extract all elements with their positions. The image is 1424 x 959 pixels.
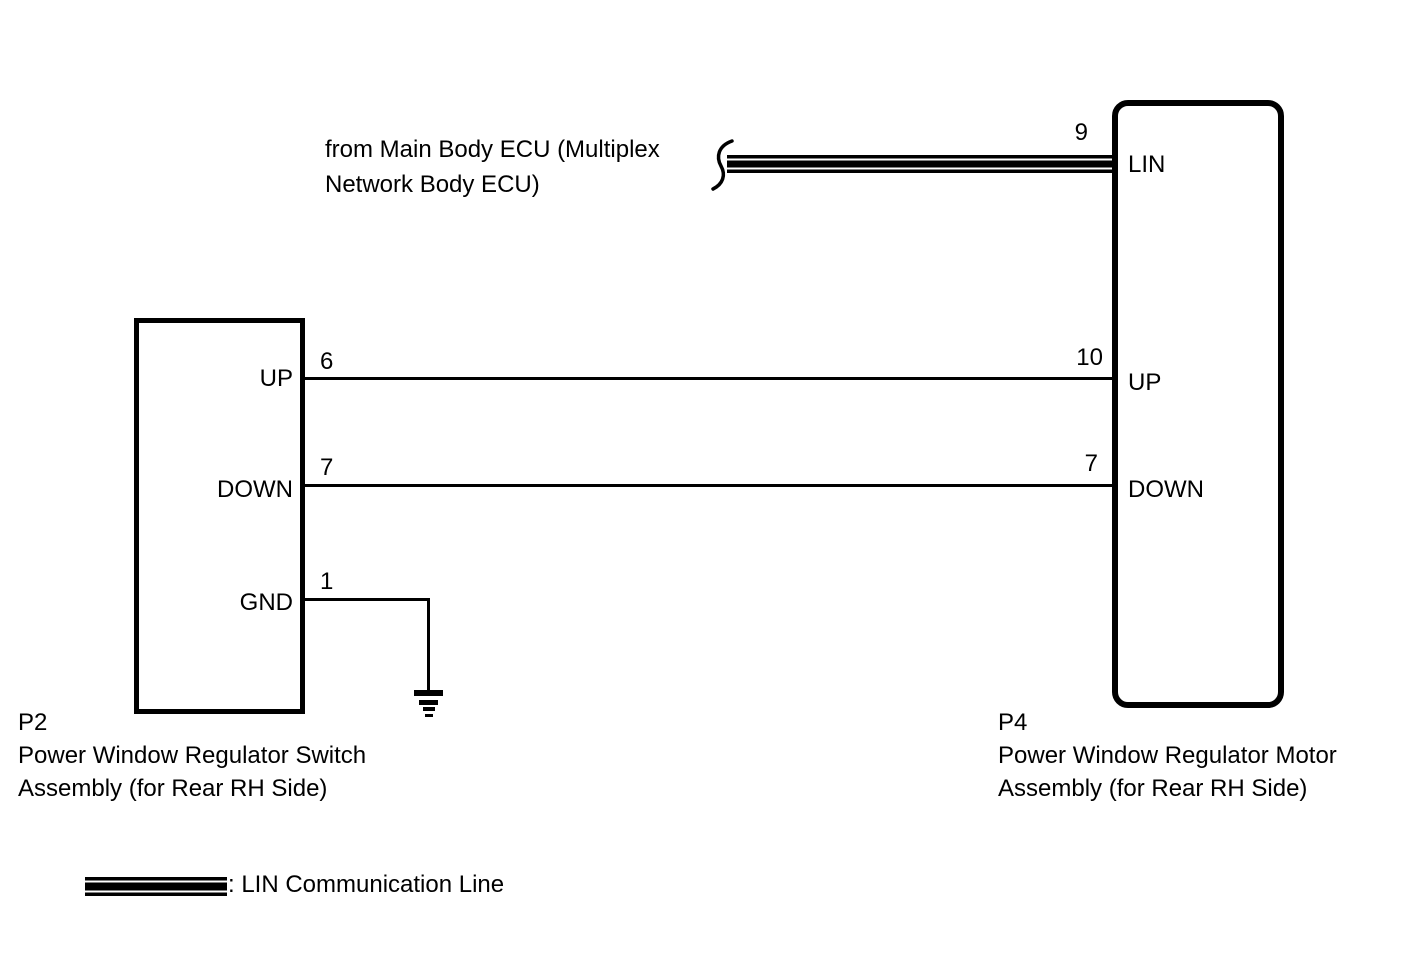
ground-bar-3 [423,707,435,711]
p2-pin-label-up: UP [259,365,293,392]
legend-label: : LIN Communication Line [228,871,505,898]
p2-pin-number-up: 6 [320,348,334,375]
wire-gnd-horizontal [305,598,430,601]
p2-caption: P2 Power Window Regulator Switch Assembl… [18,706,366,805]
p4-pin-number-up: 10 [1076,344,1103,371]
p2-name-line2: Assembly (for Rear RH Side) [18,775,328,802]
lin-communication-wire [727,155,1115,173]
p4-caption: P4 Power Window Regulator Motor Assembly… [998,706,1337,805]
lin-legend-swatch [85,877,227,896]
source-note-line2: Network Body ECU) [325,171,540,198]
p4-name-line1: Power Window Regulator Motor [998,742,1337,769]
ground-bar-1 [414,690,443,696]
wire-down [305,484,1115,487]
line-break-icon [711,139,734,191]
wire-up [305,377,1115,380]
source-note: from Main Body ECU (Multiplex Network Bo… [325,132,660,202]
p4-code: P4 [998,709,1028,736]
p4-pin-label-up: UP [1128,369,1162,396]
p4-pin-label-down: DOWN [1128,476,1204,503]
ground-bar-4 [425,714,433,717]
connector-p4-box [1112,100,1284,708]
p2-pin-number-down: 7 [320,454,334,481]
p4-pin-number-down: 7 [1084,450,1098,477]
ground-bar-2 [419,700,438,705]
wire-gnd-vertical [427,598,430,691]
p2-pin-number-gnd: 1 [320,568,334,595]
p2-pin-label-down: DOWN [217,476,293,503]
p4-name-line2: Assembly (for Rear RH Side) [998,775,1308,802]
p2-code: P2 [18,709,48,736]
p2-pin-label-gnd: GND [239,589,293,616]
p2-name-line1: Power Window Regulator Switch [18,742,367,769]
p4-pin-label-lin: LIN [1128,151,1166,178]
p4-pin-number-lin: 9 [1074,119,1088,146]
connector-p2-box [134,318,305,714]
source-note-line1: from Main Body ECU (Multiplex [325,136,660,163]
